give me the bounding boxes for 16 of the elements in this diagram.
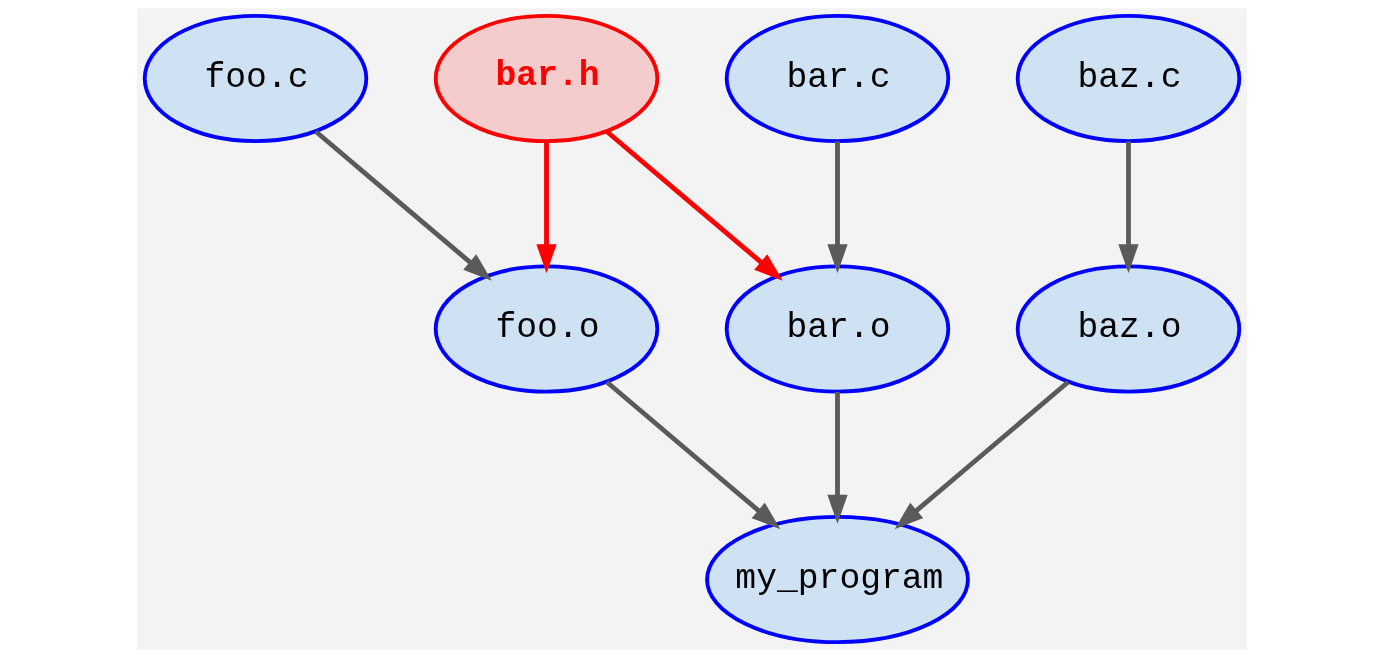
node-ellipse: foo.c xyxy=(142,13,368,144)
node-ellipse: bar.o xyxy=(724,264,950,394)
node-ellipse: my_program xyxy=(704,514,970,645)
node-ellipse: foo.o xyxy=(433,264,659,394)
arrow xyxy=(894,380,1070,530)
node-ellipse: bar.h xyxy=(433,13,659,144)
arrow xyxy=(604,129,783,281)
node-ellipse: bar.c xyxy=(724,13,950,144)
arrow xyxy=(826,141,848,274)
node-ellipse: baz.c xyxy=(1015,13,1241,144)
arrow xyxy=(535,141,557,274)
arrow xyxy=(1117,141,1139,274)
arrow xyxy=(313,129,492,281)
arrow xyxy=(604,380,780,530)
node-ellipse: baz.o xyxy=(1015,264,1241,394)
arrow xyxy=(826,391,848,524)
